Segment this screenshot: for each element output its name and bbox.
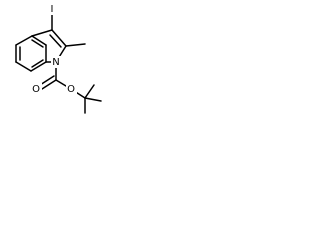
bond-c7a-c7 — [15, 35, 33, 46]
bond-c7a-c3 — [31, 29, 53, 37]
molecule-canvas: I N O O — [0, 0, 108, 117]
double-bond-c3a-c7a — [31, 39, 44, 48]
bond-tbu-up — [84, 84, 95, 99]
bond-carbonyl-oxygen — [41, 79, 57, 90]
structure-drawing: I N O O — [15, 3, 102, 114]
carbonyl-oxygen-mask — [31, 83, 42, 95]
bond-c2-methyl — [65, 43, 86, 47]
nitrogen-label: N — [52, 57, 59, 68]
double-bond-c3-c2 — [49, 34, 62, 48]
iodine-mask — [48, 3, 56, 15]
bond-tbu-right — [84, 97, 102, 102]
nitrogen-mask — [51, 56, 61, 68]
iodine-label: I — [51, 4, 54, 15]
ester-oxygen-mask — [66, 83, 77, 95]
double-bond-c5-c4 — [31, 59, 44, 68]
ester-oxygen-label: O — [67, 84, 75, 95]
carbonyl-oxygen-label: O — [32, 84, 40, 95]
bond-c3a-c7a — [31, 35, 47, 46]
bond-c6-c5 — [15, 61, 32, 72]
bond-c3-c2 — [51, 29, 67, 47]
bond-c5-c4 — [30, 61, 47, 72]
double-bond-carbonyl-oxygen — [39, 75, 55, 86]
